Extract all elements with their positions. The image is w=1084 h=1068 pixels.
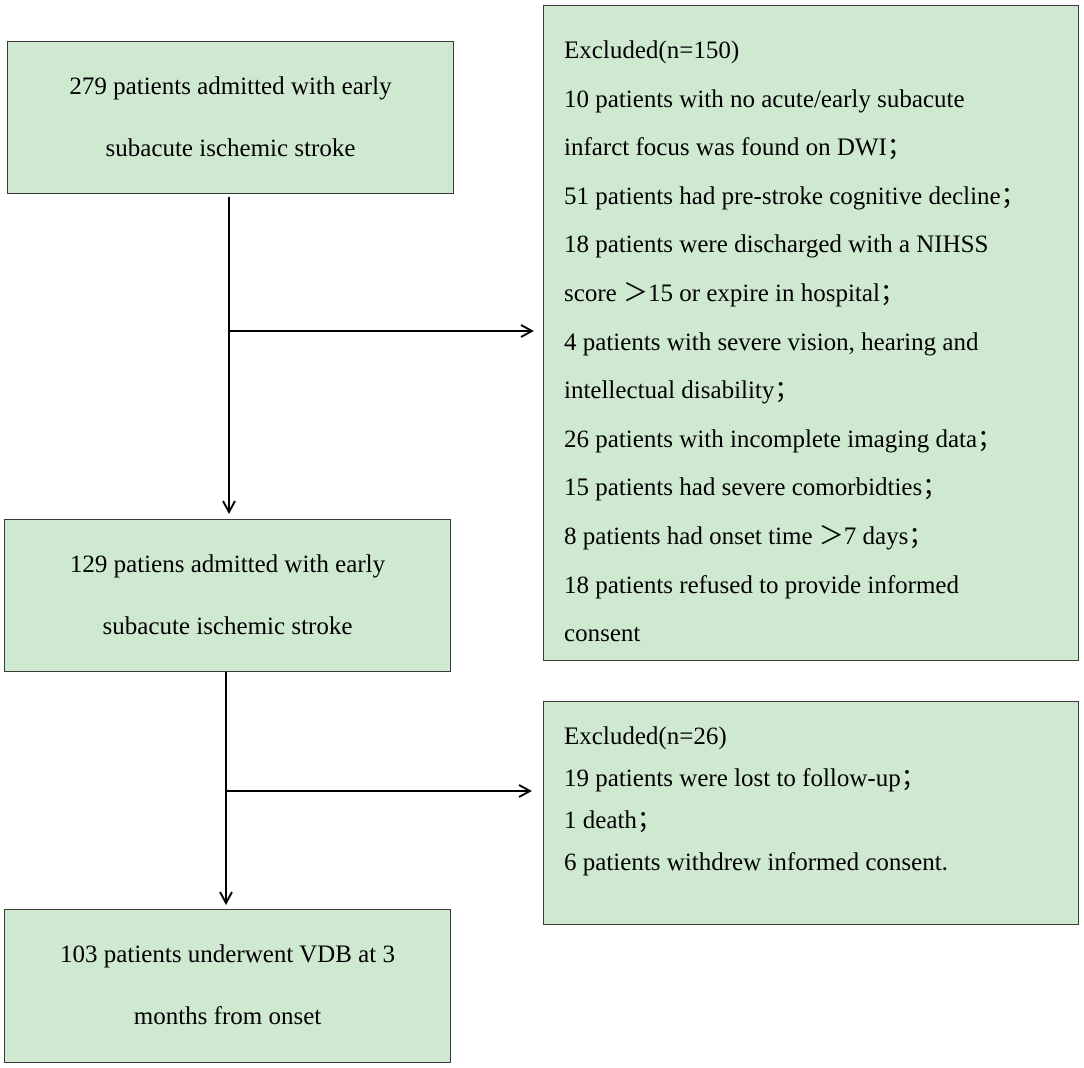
exclusion-1-line: 15 patients had severe comorbidties； (564, 474, 948, 502)
exclusion-1-line: score ＞15 or expire in hospital； (564, 279, 905, 307)
exclusion-1-line: 26 patients with incomplete imaging data… (564, 425, 1003, 453)
exclusion-1-line: 18 patients were discharged with a NIHSS (564, 231, 989, 259)
exclusion-1-line: intellectual disability； (564, 377, 800, 405)
box-vdb-103: 103 patients underwent VDB at 3 months f… (4, 909, 451, 1063)
box-2-line-1: 129 patiens admitted with early (69, 550, 386, 578)
exclusion-2-title: Excluded(n=26) (564, 723, 727, 750)
box-3-line-2: months from onset (133, 1003, 322, 1030)
exclusion-1-line: 4 patients with severe vision, hearing a… (564, 328, 979, 356)
box-admitted-129: 129 patiens admitted with early subacute… (4, 519, 451, 672)
box-3-line-1: 103 patients underwent VDB at 3 (60, 941, 395, 968)
box-excluded-150: Excluded(n=150) 10 patients with no acut… (543, 5, 1079, 661)
exclusion-2-line: 19 patients were lost to follow-up； (564, 765, 926, 792)
box-1-line-2: subacute ischemic stroke (105, 134, 356, 162)
exclusion-1-line: infarct focus was found on DWI； (564, 134, 912, 162)
box-admitted-279: 279 patients admitted with early subacut… (7, 41, 454, 194)
exclusion-2-line: 1 death； (564, 807, 662, 834)
exclusion-1-title: Excluded(n=150) (564, 37, 740, 64)
exclusion-2-line: 6 patients withdrew informed consent. (564, 849, 948, 876)
exclusion-1-line: consent (564, 620, 641, 648)
box-1-line-1: 279 patients admitted with early (69, 72, 392, 100)
exclusion-1-line: 18 patients refused to provide informed (564, 571, 960, 599)
exclusion-1-line: 8 patients had onset time ＞7 days； (564, 522, 934, 550)
exclusion-1-line: 51 patients had pre-stroke cognitive dec… (564, 182, 1026, 210)
exclusion-1-line: 10 patients with no acute/early subacute (564, 85, 965, 113)
box-2-line-2: subacute ischemic stroke (102, 612, 353, 640)
box-excluded-26: Excluded(n=26) 19 patients were lost to … (543, 701, 1079, 925)
